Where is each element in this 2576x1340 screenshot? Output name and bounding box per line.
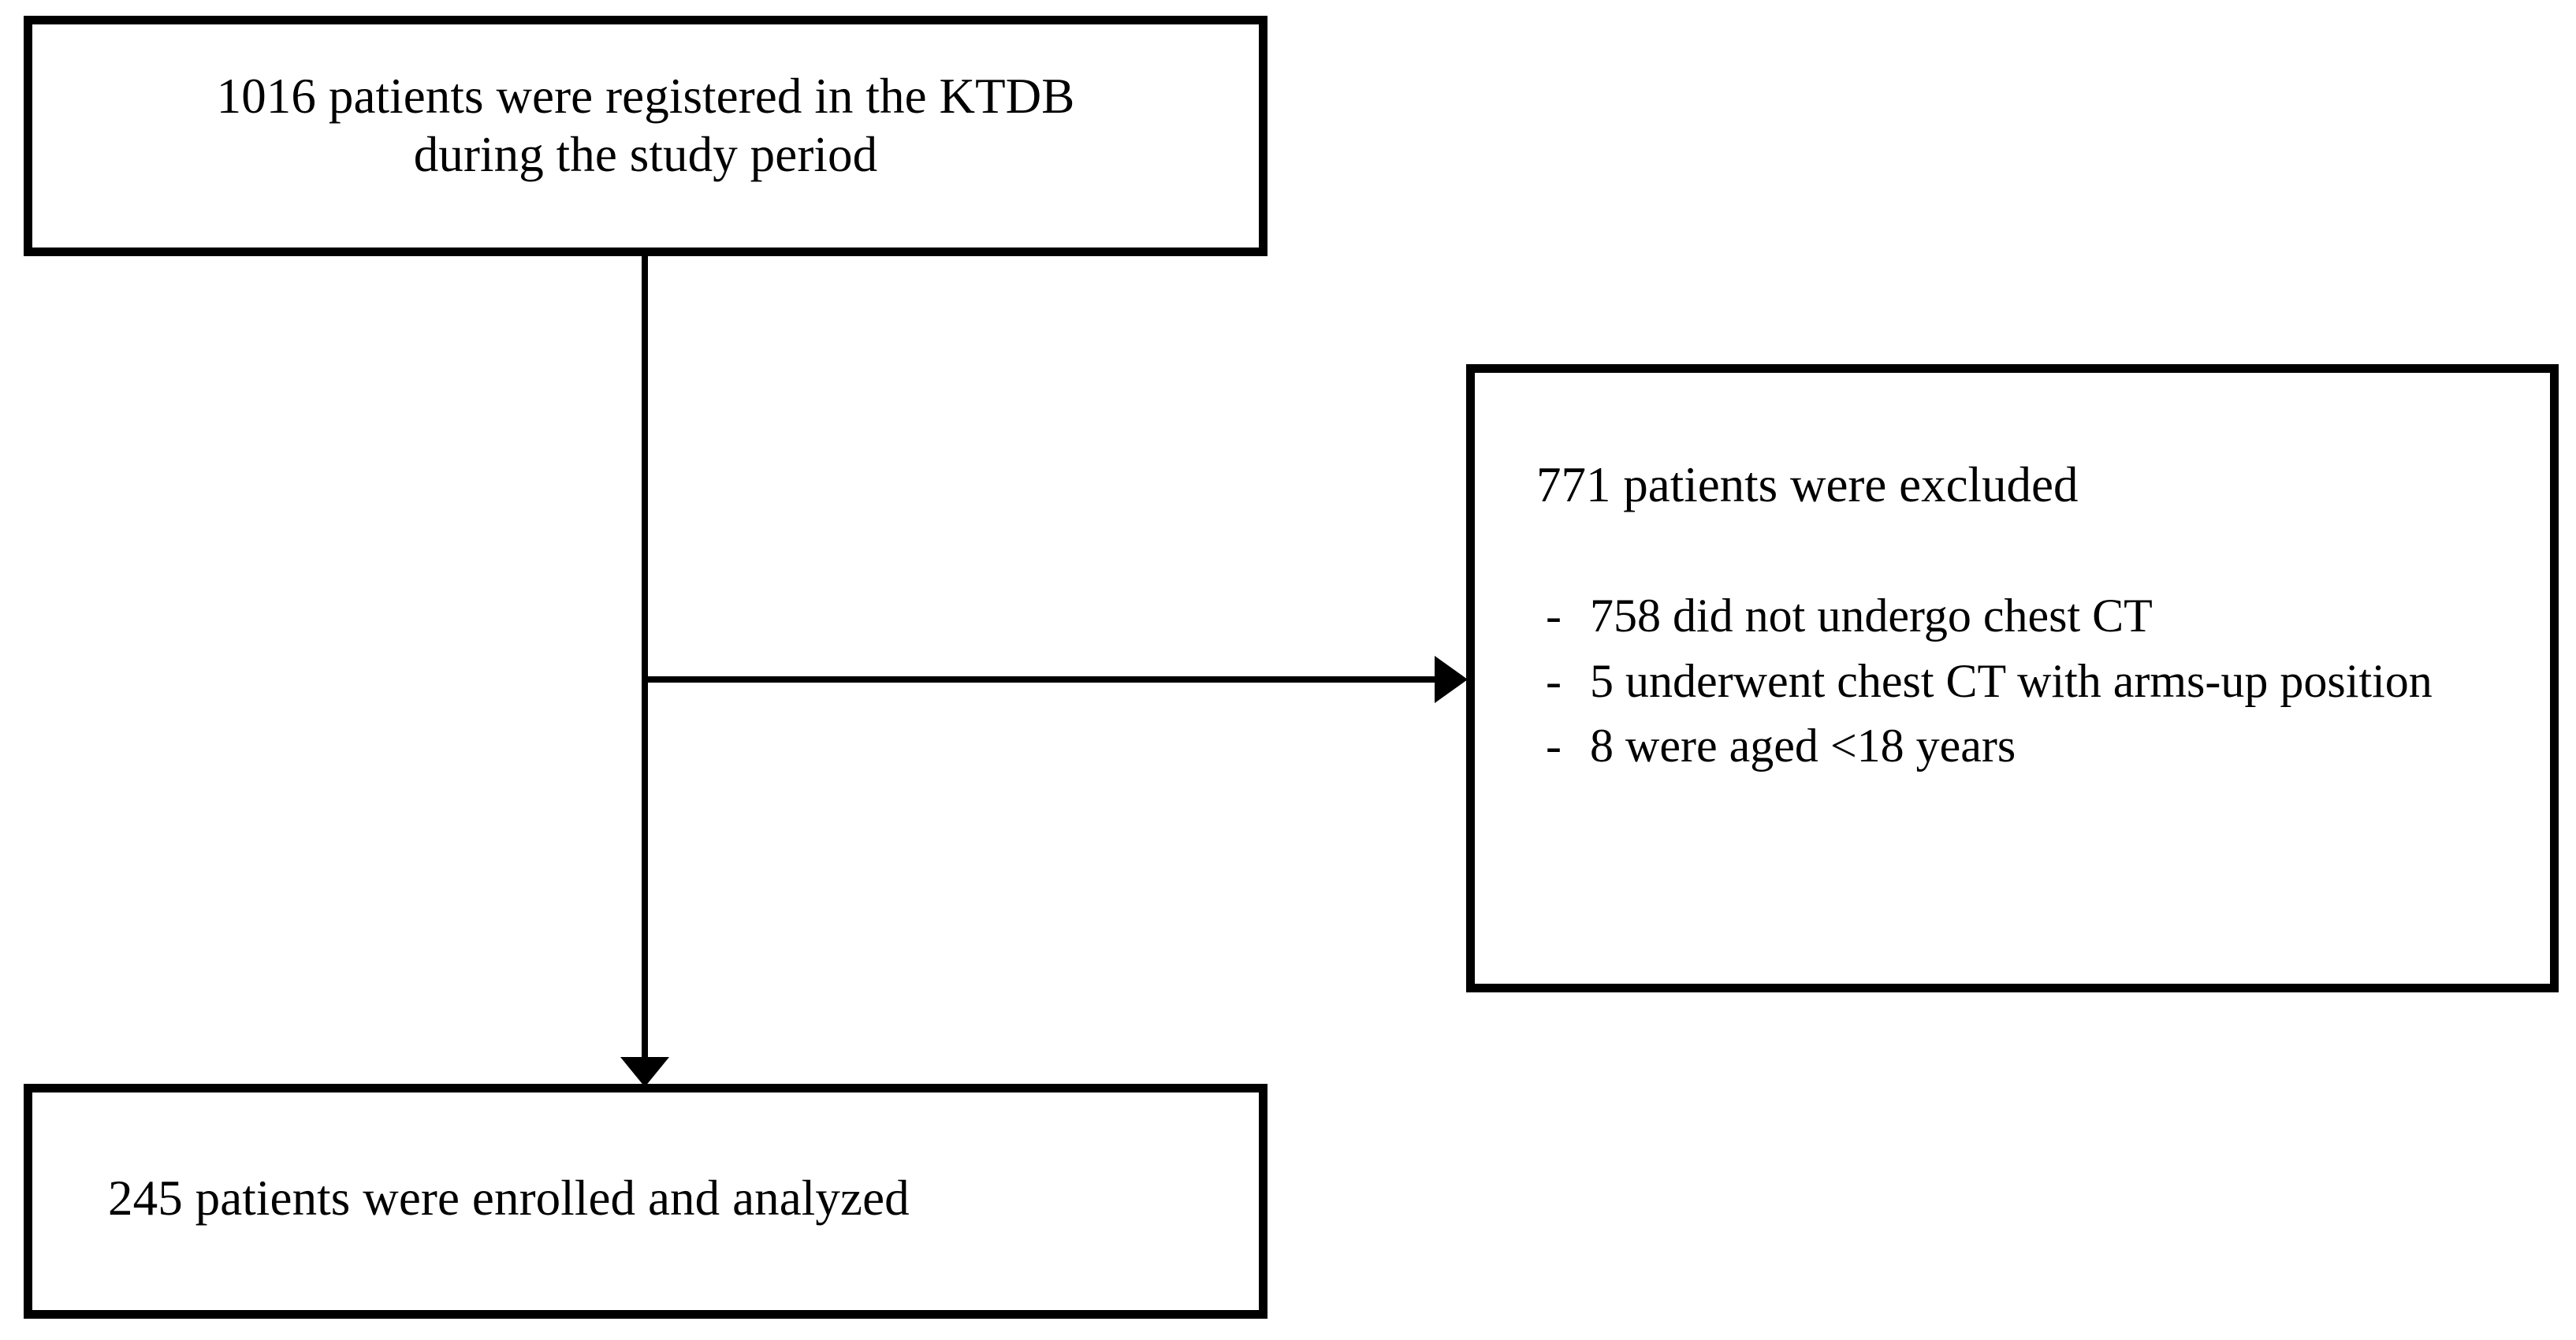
bullet-dash-icon: - <box>1546 590 1562 642</box>
registered-patients-text: 1016 patients were registered in the KTD… <box>216 69 1075 182</box>
excluded-reason-label: 8 were aged <18 years <box>1590 720 2016 772</box>
arrow-down-icon <box>620 1057 669 1087</box>
box-enrolled-patients: 245 patients were enrolled and analyzed <box>24 1084 1268 1319</box>
excluded-heading-text: 771 patients were excluded <box>1536 457 2079 512</box>
list-item: - 5 underwent chest CT with arms-up posi… <box>1536 650 2518 713</box>
connector-horizontal-line <box>642 676 1439 683</box>
list-item: - 8 were aged <18 years <box>1536 715 2518 777</box>
connector-vertical-line <box>642 256 648 1060</box>
excluded-content: 771 patients were excluded - 758 did not… <box>1475 373 2550 984</box>
box-registered-patients: 1016 patients were registered in the KTD… <box>24 16 1268 256</box>
excluded-reasons-list: - 758 did not undergo chest CT - 5 under… <box>1536 585 2518 777</box>
excluded-reason-label: 758 did not undergo chest CT <box>1590 590 2153 642</box>
box-excluded-patients: 771 patients were excluded - 758 did not… <box>1466 364 2559 992</box>
bullet-dash-icon: - <box>1546 654 1562 707</box>
enrolled-patients-text: 245 patients were enrolled and analyzed <box>108 1171 910 1226</box>
list-item: - 758 did not undergo chest CT <box>1536 585 2518 647</box>
excluded-reason-label: 5 underwent chest CT with arms-up positi… <box>1590 654 2433 707</box>
arrow-right-icon <box>1435 656 1468 703</box>
bullet-dash-icon: - <box>1546 720 1562 772</box>
